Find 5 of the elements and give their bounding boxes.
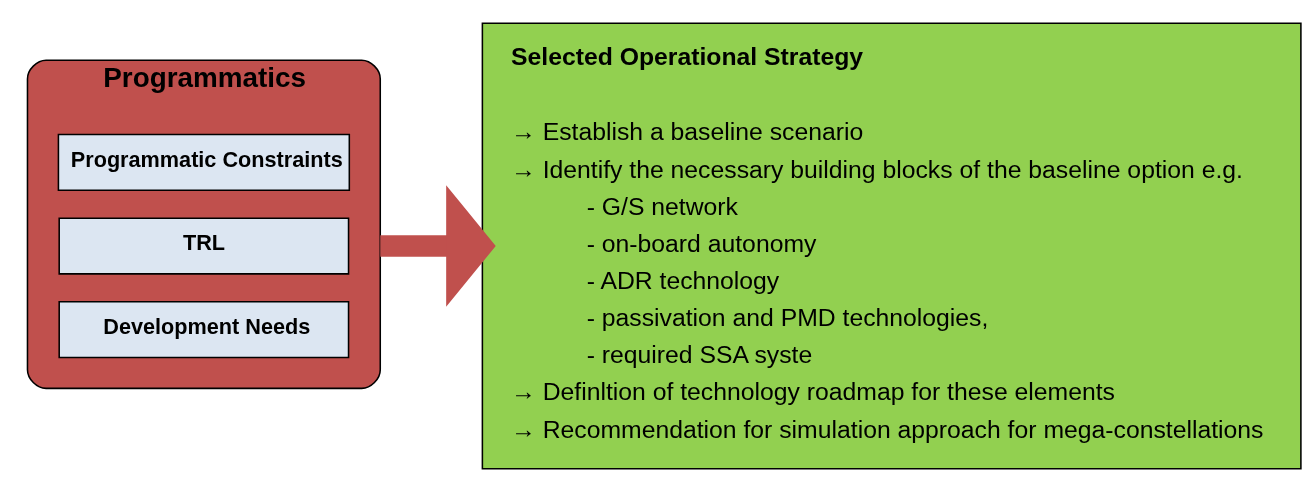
- node-box: Programmatic Constraints: [57, 133, 351, 192]
- node-box: Development Needs: [58, 300, 350, 359]
- arrow: [380, 185, 496, 307]
- node-box: TRL: [58, 217, 350, 275]
- node-box: Selected Operational Strategy → Establish a baseline scenario → Identify the necessary building blocks of the baseline option e.g. - G/S network - on-board autonomy - ADR technology - passivation and PMD technologies, - required SSA syste → Definltion of technology roadmap for these elements → Recommendation for simulation approach for mega-constellations: [481, 22, 1302, 470]
